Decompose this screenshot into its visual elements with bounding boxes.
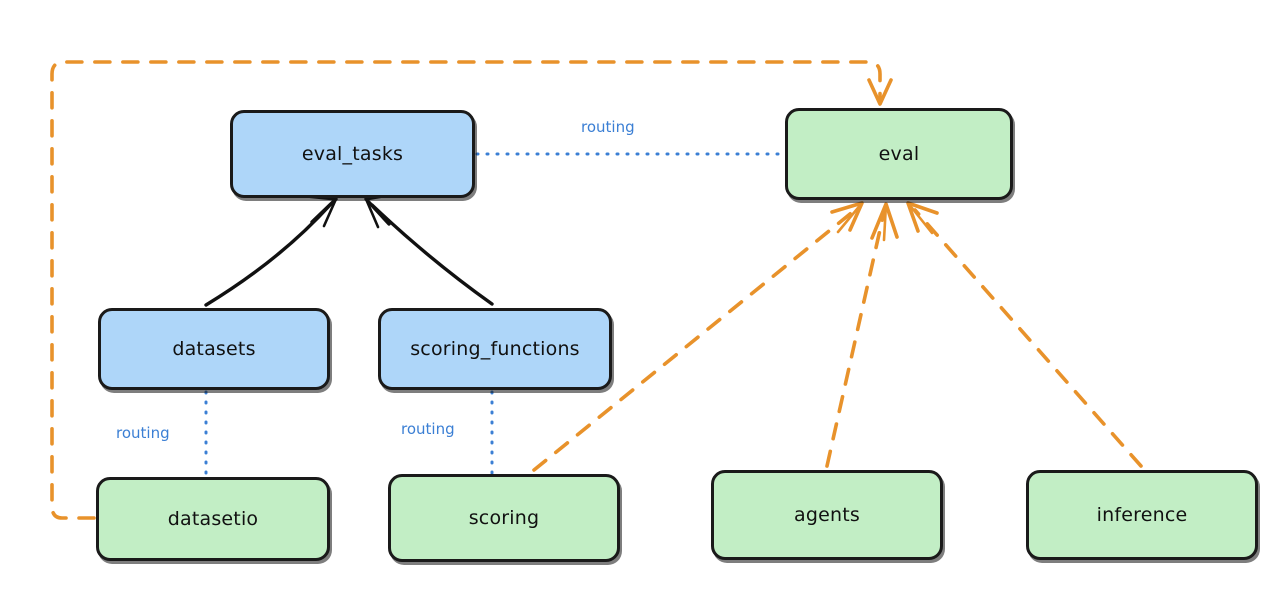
node-agents[interactable]: agents <box>711 470 943 560</box>
edge-scoring-functions-to-eval-tasks <box>364 192 494 306</box>
node-label: scoring_functions <box>410 338 580 360</box>
node-label: datasets <box>172 338 256 360</box>
node-scoring[interactable]: scoring <box>388 474 620 562</box>
node-eval[interactable]: eval <box>785 108 1013 200</box>
edge-agents-to-eval <box>825 202 899 468</box>
edge-datasets-to-eval-tasks <box>204 194 338 307</box>
edge-label-routing-eval-tasks-to-eval: routing <box>578 118 638 136</box>
edge-inference-to-eval <box>906 201 1143 468</box>
edge-label-routing-scoring-functions-to-scoring: routing <box>398 420 458 438</box>
node-eval-tasks[interactable]: eval_tasks <box>230 110 475 198</box>
node-label: agents <box>794 504 860 526</box>
node-scoring-functions[interactable]: scoring_functions <box>378 308 612 390</box>
node-datasetio[interactable]: datasetio <box>96 477 330 561</box>
node-label: datasetio <box>167 508 259 530</box>
node-label: eval <box>878 143 920 165</box>
edge-label-routing-datasets-to-datasetio: routing <box>113 424 173 442</box>
node-datasets[interactable]: datasets <box>98 308 330 390</box>
node-label: eval_tasks <box>301 143 404 165</box>
node-inference[interactable]: inference <box>1026 470 1258 560</box>
node-label: inference <box>1096 504 1188 526</box>
node-label: scoring <box>468 507 540 529</box>
